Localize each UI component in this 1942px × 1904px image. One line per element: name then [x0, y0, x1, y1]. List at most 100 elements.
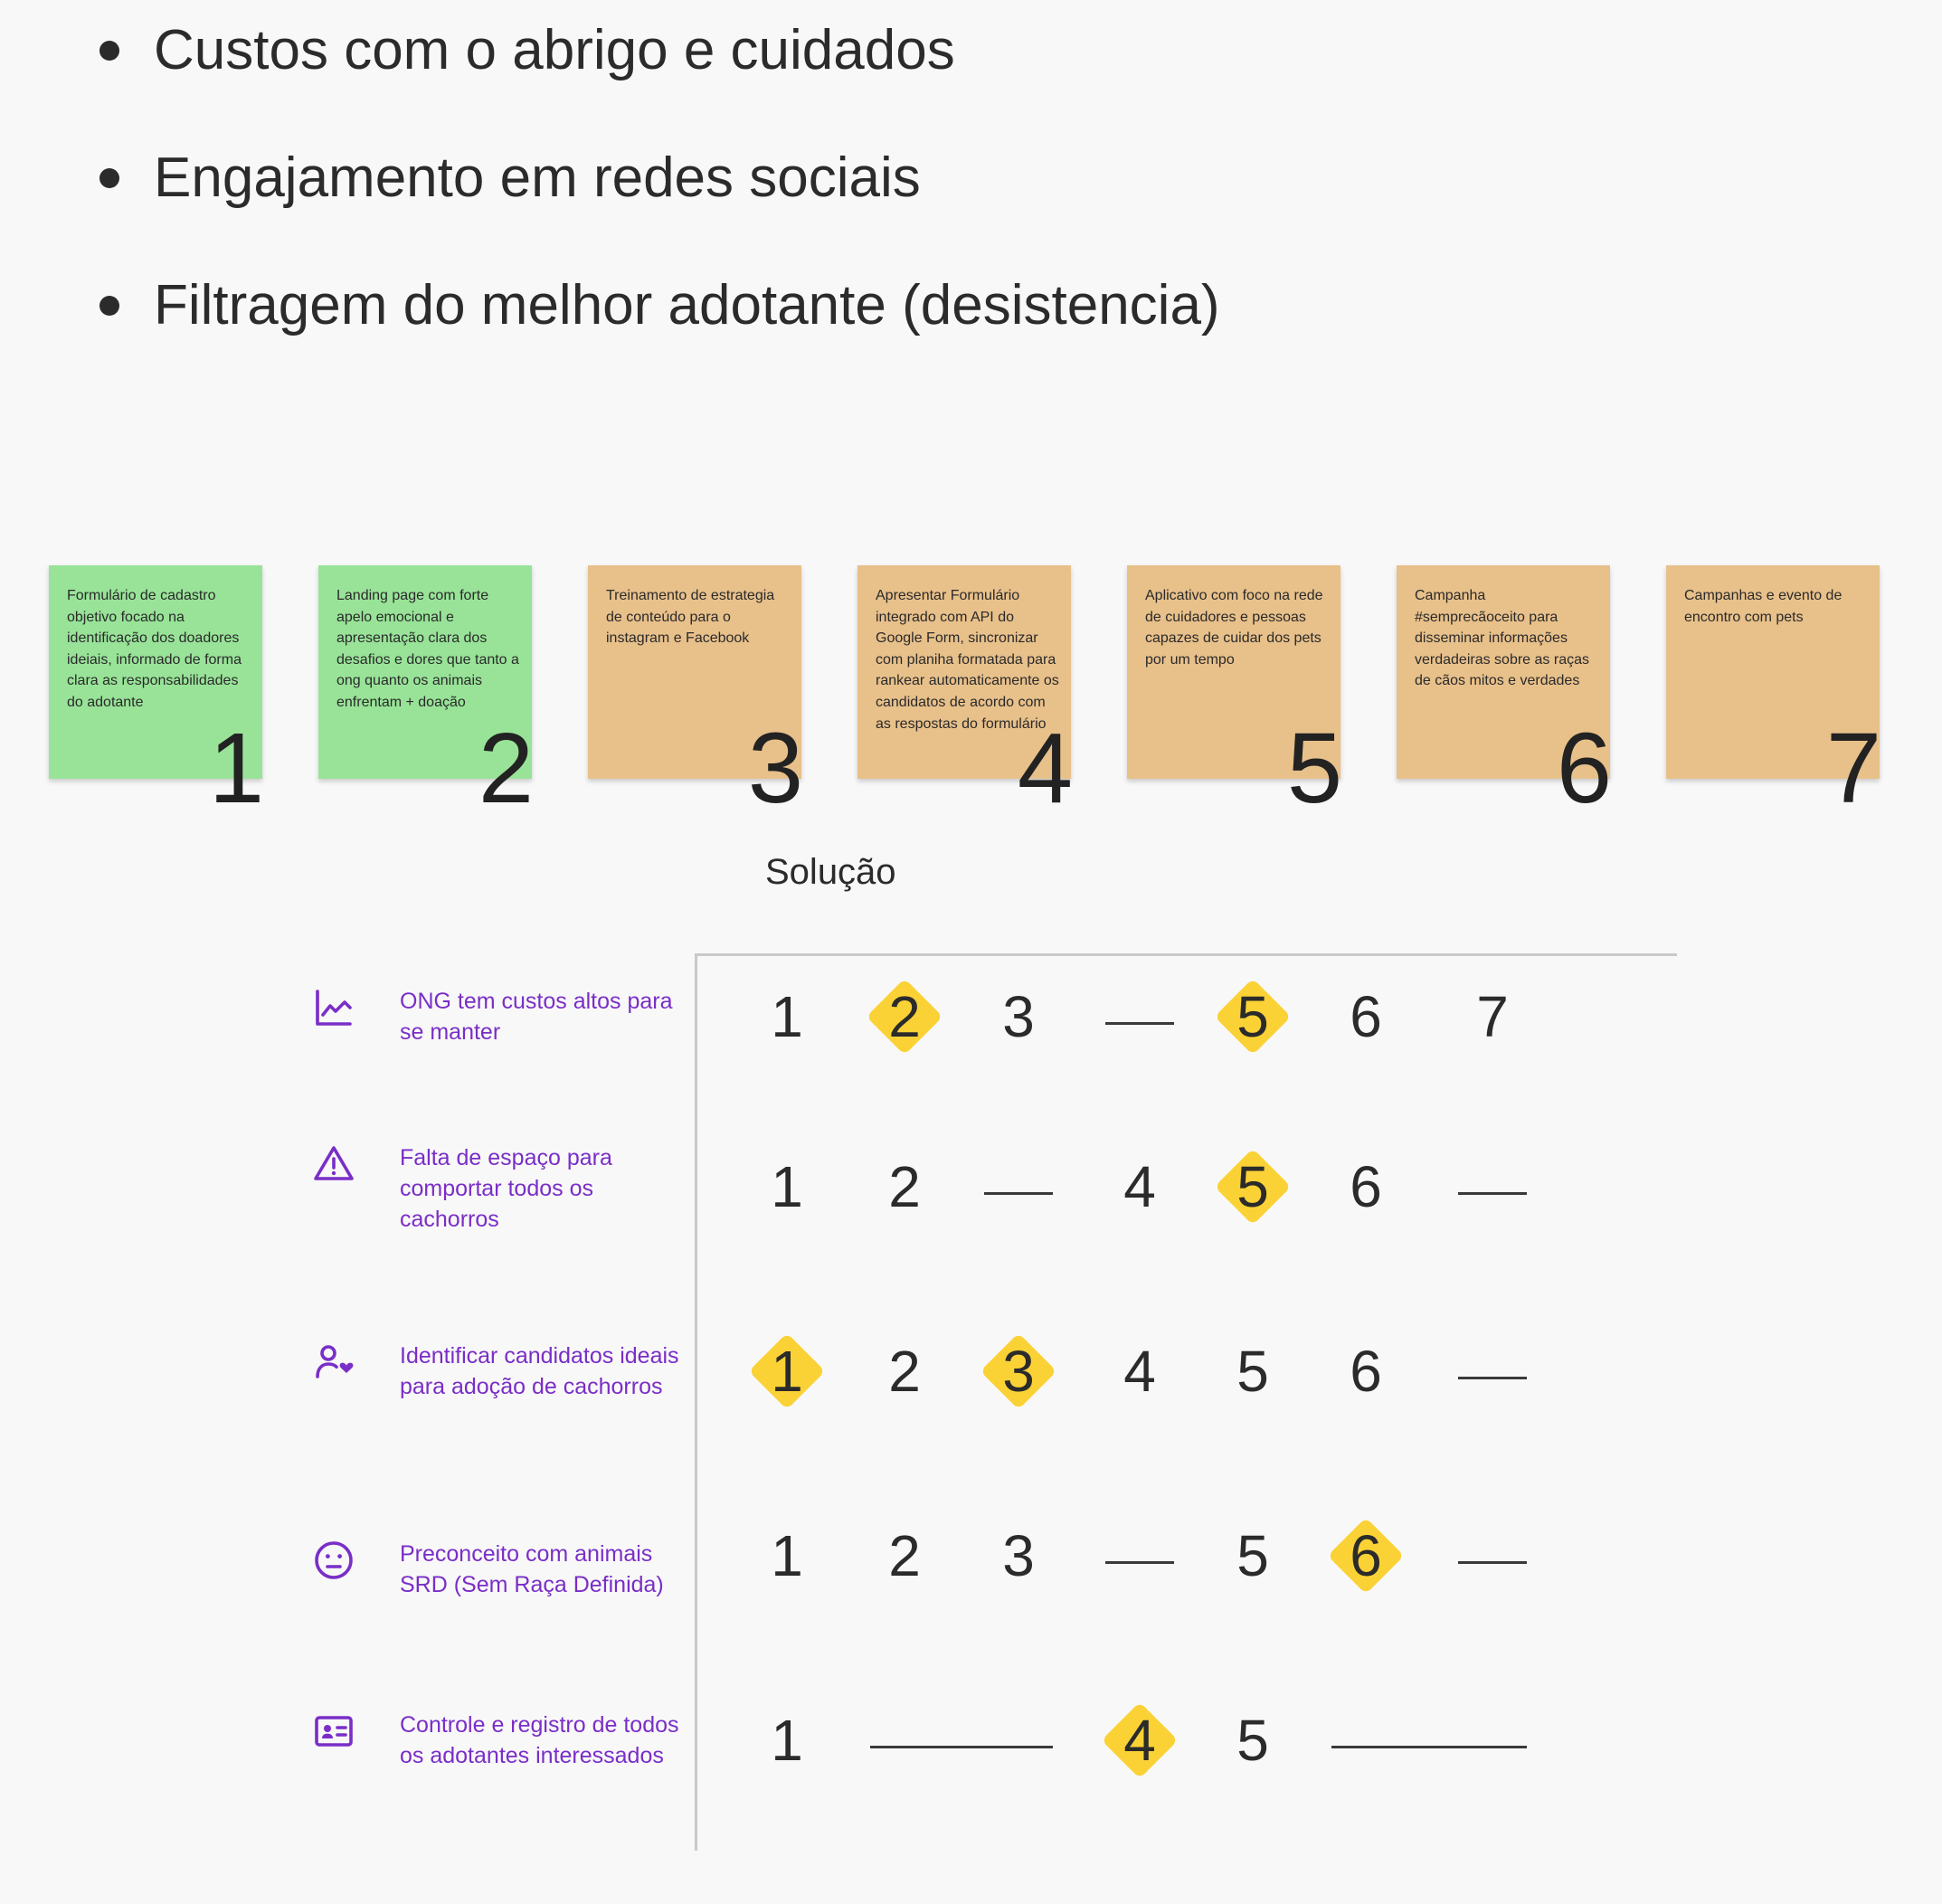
bullet-item: Custos com o abrigo e cuidados: [99, 0, 1220, 128]
solution-title: Solução: [765, 852, 896, 892]
matrix-row-1: 1 2 3 5 6 7: [742, 971, 1646, 1071]
empty-cell-dash: [1458, 1377, 1527, 1379]
sticky-note-number: 7: [1825, 713, 1881, 824]
solution-cell-6: 6: [1321, 1511, 1411, 1601]
solution-number: 1: [771, 1339, 803, 1404]
solution-number: 4: [1123, 1339, 1156, 1404]
solution-number: 4: [1123, 1154, 1156, 1219]
empty-cell-dash: [1458, 1192, 1527, 1195]
solution-number: 5: [1236, 1154, 1269, 1219]
neutral-face-icon: [315, 1541, 353, 1579]
empty-cell-dash: [1105, 1022, 1174, 1025]
sticky-note-text: Landing page com forte apelo emocional e…: [336, 588, 519, 710]
problem-text: ONG tem custos altos para se manter: [400, 989, 673, 1045]
sticky-note-6[interactable]: Campanha #semprecãoceito para disseminar…: [1397, 565, 1612, 819]
solution-number: 6: [1350, 1154, 1382, 1219]
solution-cell-5: 5: [1208, 1141, 1298, 1232]
matrix-horizontal-axis: [695, 953, 1677, 956]
bullet-text: Engajamento em redes sociais: [154, 147, 921, 209]
matrix-row-5: 1 4 5: [742, 1695, 1646, 1795]
solution-number: 5: [1236, 1708, 1269, 1773]
solution-number: 1: [771, 1523, 803, 1588]
solution-cell-2: 2: [859, 1326, 950, 1416]
sticky-note-text: Campanha #semprecãoceito para disseminar…: [1415, 588, 1589, 689]
solution-number: 4: [1123, 1708, 1156, 1773]
empty-cell-dash: [870, 1746, 1053, 1748]
solution-cell-1: 1: [742, 971, 832, 1062]
solution-cell-4: 4: [1094, 1141, 1185, 1232]
warning-triangle-icon: [314, 1146, 354, 1180]
sticky-notes-row: Formulário de cadastro objetivo focado n…: [49, 565, 1903, 828]
empty-cell-dash: [984, 1192, 1053, 1195]
sticky-note-number: 3: [747, 713, 803, 824]
sticky-note-1[interactable]: Formulário de cadastro objetivo focado n…: [49, 565, 264, 819]
solution-cell-5: 5: [1208, 1326, 1298, 1416]
solution-cell-1: 1: [742, 1511, 832, 1601]
matrix-row-2: 1 2 4 5 6: [742, 1141, 1646, 1241]
empty-cell-dash: [1331, 1746, 1527, 1748]
solution-cell-4: 4: [1094, 1326, 1185, 1416]
solution-cell-1: 1: [742, 1326, 832, 1416]
bullet-dot: [99, 168, 119, 188]
sticky-note-3[interactable]: Treinamento de estrategia de conteúdo pa…: [588, 565, 803, 819]
bullet-text: Filtragem do melhor adotante (desistenci…: [154, 274, 1220, 336]
bullet-item: Engajamento em redes sociais: [99, 128, 1220, 255]
problem-text: Controle e registro de todos os adotante…: [400, 1712, 679, 1768]
problem-text: Identificar candidatos ideais para adoçã…: [400, 1343, 679, 1399]
solution-number: 7: [1476, 984, 1509, 1049]
solution-cell-3: 3: [973, 971, 1064, 1062]
bullet-dot: [99, 296, 119, 316]
solution-cell-6: 6: [1321, 971, 1411, 1062]
sticky-note-text: Formulário de cadastro objetivo focado n…: [67, 588, 242, 710]
solution-cell-3: 3: [973, 1511, 1064, 1601]
sticky-note-number: 5: [1286, 713, 1342, 824]
solution-number: 2: [888, 1523, 921, 1588]
sticky-note-text: Campanhas e evento de encontro com pets: [1684, 588, 1843, 625]
sticky-note-text: Apresentar Formulário integrado com API …: [876, 588, 1059, 732]
problem-text: Preconceito com animais SRD (Sem Raça De…: [400, 1541, 664, 1597]
sticky-note-4[interactable]: Apresentar Formulário integrado com API …: [857, 565, 1073, 819]
solution-number: 3: [1002, 1339, 1035, 1404]
solution-number: 6: [1350, 984, 1382, 1049]
solution-cell-5: 5: [1208, 971, 1298, 1062]
solution-cell-5: 5: [1208, 1695, 1298, 1786]
sticky-note-text: Aplicativo com foco na rede de cuidadore…: [1145, 588, 1323, 668]
solution-cell-2: 2: [859, 1141, 950, 1232]
solution-cell-1: 1: [742, 1695, 832, 1786]
empty-cell-dash: [1105, 1561, 1174, 1564]
sticky-note-number: 1: [208, 713, 264, 824]
bullet-list: Custos com o abrigo e cuidados Engajamen…: [99, 0, 1220, 383]
solution-number: 1: [771, 1154, 803, 1219]
sticky-note-text: Treinamento de estrategia de conteúdo pa…: [606, 588, 775, 647]
problem-text: Falta de espaço para comportar todos os …: [400, 1145, 612, 1232]
solution-cell-5: 5: [1208, 1511, 1298, 1601]
sticky-note-number: 6: [1556, 713, 1612, 824]
sticky-note-number: 2: [478, 713, 534, 824]
solution-number: 5: [1236, 984, 1269, 1049]
solution-cell-6: 6: [1321, 1326, 1411, 1416]
solution-cell-7: 7: [1447, 971, 1538, 1062]
bullet-text: Custos com o abrigo e cuidados: [154, 19, 955, 81]
sticky-note-2[interactable]: Landing page com forte apelo emocional e…: [318, 565, 534, 819]
user-heart-icon: [316, 1345, 354, 1378]
solution-cell-2: 2: [859, 971, 950, 1062]
solution-number: 3: [1002, 1523, 1035, 1588]
solution-cell-1: 1: [742, 1141, 832, 1232]
solution-number: 3: [1002, 984, 1035, 1049]
solution-number: 1: [771, 984, 803, 1049]
chart-line-icon: [316, 990, 352, 1026]
solution-cell-6: 6: [1321, 1141, 1411, 1232]
solution-number: 2: [888, 984, 921, 1049]
bullet-dot: [99, 41, 119, 61]
matrix-vertical-axis: [695, 953, 697, 1851]
sticky-note-5[interactable]: Aplicativo com foco na rede de cuidadore…: [1127, 565, 1342, 819]
solution-cell-4: 4: [1094, 1695, 1185, 1786]
solution-number: 5: [1236, 1339, 1269, 1404]
bullet-item: Filtragem do melhor adotante (desistenci…: [99, 255, 1220, 383]
solution-number: 2: [888, 1154, 921, 1219]
empty-cell-dash: [1458, 1561, 1527, 1564]
id-card-icon: [315, 1716, 353, 1747]
